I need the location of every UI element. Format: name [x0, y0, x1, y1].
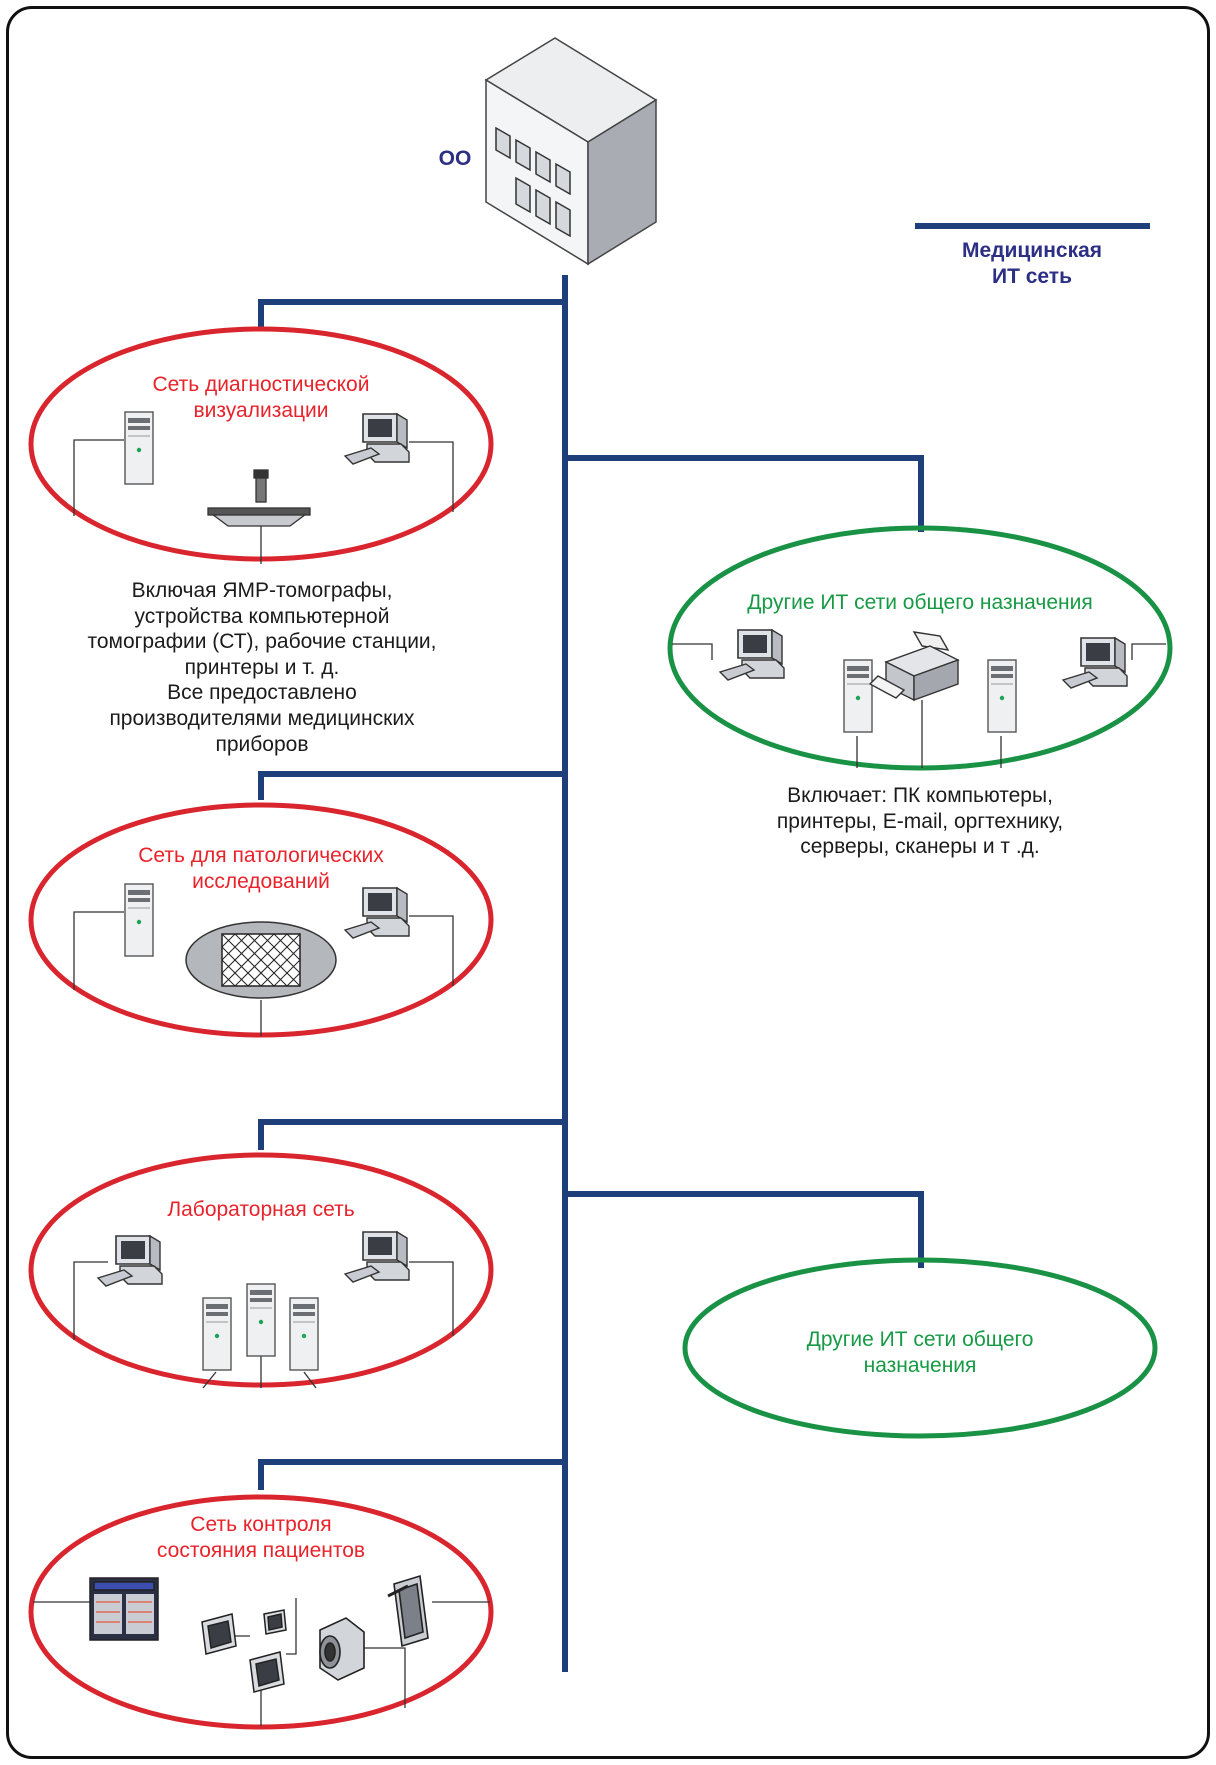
server-icon — [987, 659, 1017, 733]
general-network-2-ellipse — [682, 1257, 1158, 1439]
imaging-network-title: Сеть диагностической визуализации — [100, 372, 422, 423]
imaging-network-note: Включая ЯМР-томографы, устройства компью… — [40, 578, 484, 757]
laboratory-network-title: Лабораторная сеть — [167, 1198, 355, 1221]
workstation-icon — [344, 1231, 410, 1283]
workstation-icon — [1062, 637, 1128, 689]
building-label: ОО — [438, 147, 472, 170]
workstation-icon — [719, 629, 785, 681]
legend-label: Медицинская ИТ сеть — [900, 238, 1164, 289]
monitoring-title-line1: Сеть контроля — [190, 1513, 332, 1536]
imaging-title-line2: визуализации — [193, 398, 329, 422]
tablet-icon — [387, 1574, 429, 1648]
imaging-note-line: Включая ЯМР-томографы, — [131, 579, 393, 602]
imaging-note-line: томографии (СТ), рабочие станции, — [87, 630, 437, 654]
imaging-note-line: устройства компьютерной — [134, 604, 390, 628]
imaging-note-line: производителями медицинских — [109, 707, 415, 731]
monitoring-title-line2: состояния пациентов — [156, 1538, 366, 1562]
general-network-1-ellipse — [667, 525, 1173, 771]
server-icon — [124, 883, 154, 957]
pathology-title-line2: исследований — [192, 869, 330, 893]
monitor-icon — [249, 1651, 285, 1693]
patient-monitoring-title: Сеть контроля состояния пациентов — [100, 1512, 422, 1563]
server-icon — [843, 659, 873, 733]
general-2-title-line2: назначения — [863, 1353, 977, 1377]
printer-icon — [868, 631, 960, 702]
backbone-lines — [258, 275, 924, 1672]
workstation-icon — [97, 1235, 163, 1287]
pathology-network-title: Сеть для патологических исследований — [100, 843, 422, 894]
legend-label-line1: Медицинская — [961, 239, 1103, 262]
video-camera-icon — [319, 1617, 365, 1681]
monitoring-screen-icon — [89, 1577, 159, 1641]
general-network-1-title: Другие ИТ сети общего назначения — [747, 591, 1093, 614]
server-icon — [202, 1297, 232, 1371]
general-2-title-line1: Другие ИТ сети общего — [806, 1328, 1034, 1351]
pathology-title-line1: Сеть для патологических — [138, 844, 384, 867]
imaging-note-line: приборов — [215, 732, 309, 756]
patient-monitoring-network-ellipse — [28, 1494, 494, 1730]
patient-monitoring-network — [28, 1494, 494, 1730]
imaging-title-line1: Сеть диагностической — [152, 373, 370, 396]
general-note-line: серверы, сканеры и т .д. — [800, 835, 1040, 859]
monitor-icon — [263, 1609, 287, 1635]
laboratory-network — [28, 1152, 494, 1389]
monitor-icon — [201, 1613, 237, 1655]
general-network-1-note: Включает: ПК компьютеры, принтеры, E-mai… — [700, 783, 1140, 860]
general-note-line: Включает: ПК компьютеры, — [787, 784, 1053, 807]
server-icon — [289, 1297, 319, 1371]
general-network-1 — [667, 525, 1173, 771]
pathology-network — [28, 802, 494, 1038]
building-icon — [484, 37, 658, 266]
microscope-slide-icon — [185, 921, 337, 999]
general-network-2-title: Другие ИТ сети общего назначения — [740, 1327, 1100, 1378]
workstation-icon — [344, 887, 410, 939]
legend-label-line2: ИТ сеть — [991, 264, 1073, 288]
server-icon — [246, 1283, 276, 1357]
diagram-frame — [6, 6, 1210, 1759]
imaging-network — [28, 326, 494, 564]
imaging-note-line: Все предоставлено — [167, 681, 357, 705]
scanner-icon — [207, 469, 311, 527]
general-note-line: принтеры, E-mail, оргтехнику, — [776, 809, 1064, 833]
imaging-note-line: принтеры и т. д. — [184, 655, 340, 679]
